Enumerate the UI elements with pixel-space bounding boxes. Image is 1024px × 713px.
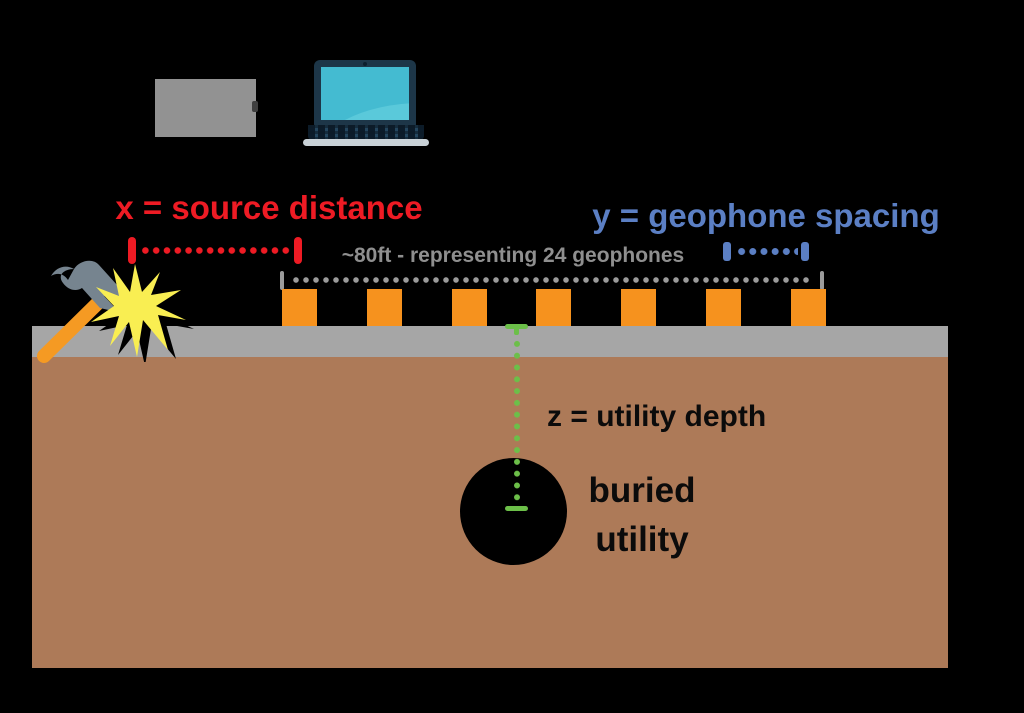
buried-utility-icon — [460, 458, 567, 565]
laptop-base — [303, 139, 429, 146]
geophone-icon — [282, 289, 317, 326]
measure-stub — [514, 328, 519, 335]
measure-end-tick — [280, 270, 284, 290]
geophone-icon — [536, 289, 571, 326]
laptop-keyboard — [308, 125, 424, 140]
geophone-icon — [706, 289, 741, 326]
buried-utility-label-line1: buried — [588, 471, 696, 510]
dotted-line — [140, 237, 290, 264]
measure-end-bar — [723, 242, 731, 261]
measure-end-bar — [294, 237, 302, 264]
geophone-spacing-label: y = geophone spacing — [592, 197, 940, 234]
measure-end-tick — [820, 270, 824, 290]
ground-surface — [32, 326, 948, 357]
geophone-spacing-measure — [723, 242, 809, 261]
buried-utility-label-line2: utility — [595, 520, 689, 559]
impact-burst-icon — [88, 262, 203, 362]
dotted-line — [514, 338, 520, 504]
cable-connector-icon — [252, 101, 258, 112]
spread-extent-line — [280, 270, 824, 290]
geophone-icon — [621, 289, 656, 326]
dotted-line — [291, 270, 813, 290]
buried-utility-label: buried utility — [561, 466, 723, 564]
geophone-icon — [367, 289, 402, 326]
source-distance-measure — [128, 237, 302, 264]
source-distance-label: x = source distance — [115, 189, 423, 226]
geophone-icon — [791, 289, 826, 326]
geophone-icon — [452, 289, 487, 326]
dotted-line — [734, 242, 798, 261]
measure-end-cap — [505, 324, 528, 329]
seismograph-box-icon — [155, 79, 258, 137]
measure-end-bar — [128, 237, 136, 264]
laptop-icon — [303, 60, 429, 146]
laptop-screen — [321, 67, 409, 120]
depth-measure — [505, 322, 529, 516]
utility-depth-label: z = utility depth — [547, 400, 767, 433]
measure-end-cap — [505, 506, 528, 511]
laptop-camera-icon — [363, 62, 367, 66]
measure-end-bar — [801, 242, 809, 261]
spread-length-label: ~80ft - representing 24 geophones — [341, 244, 685, 267]
